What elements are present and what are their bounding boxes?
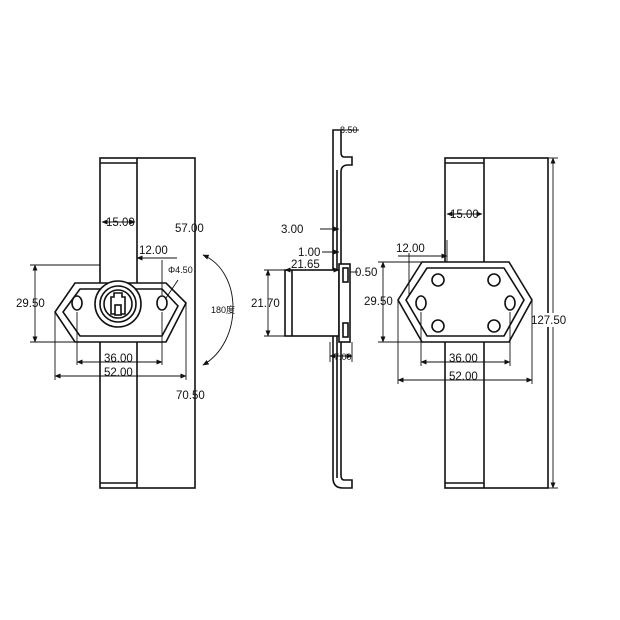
side-lock-body bbox=[284, 263, 351, 343]
back-mounting-plate bbox=[397, 261, 533, 343]
front-dim-12: 12.00 bbox=[139, 245, 168, 257]
front-dim-52: 52.00 bbox=[104, 367, 133, 379]
front-dim-hole: Φ4.50 bbox=[168, 265, 193, 275]
front-screw-holes bbox=[71, 295, 168, 311]
side-view: 8.50 3.00 1.00 21.65 0.50 21.70 7.00 bbox=[251, 125, 377, 489]
back-dim-52: 52.00 bbox=[449, 371, 478, 383]
back-dim-12: 12.00 bbox=[396, 243, 425, 255]
back-dim-36: 36.00 bbox=[449, 353, 478, 365]
back-dim-15: 15.00 bbox=[450, 209, 479, 221]
front-view: 15.00 12.00 Φ4.50 57.00 180度 29.50 36.00… bbox=[16, 157, 235, 489]
front-dim-rotation: 180度 bbox=[211, 304, 235, 315]
front-dim-36: 36.00 bbox=[104, 353, 133, 365]
side-dim-21-7: 21.70 bbox=[251, 298, 280, 310]
key-cylinder bbox=[94, 280, 142, 328]
front-dim-70-5: 70.50 bbox=[176, 390, 205, 402]
front-dim-29-5: 29.50 bbox=[16, 298, 45, 310]
front-dim-15: 15.00 bbox=[106, 217, 135, 229]
side-dim-1: 1.00 bbox=[298, 247, 320, 259]
back-dim-127-5: 127.50 bbox=[531, 315, 566, 327]
back-view: 15.00 12.00 29.50 127.50 36.00 52.00 bbox=[364, 157, 573, 489]
side-dim-8-5: 8.50 bbox=[340, 125, 358, 135]
side-dim-3: 3.00 bbox=[281, 224, 303, 236]
side-dim-0-5: 0.50 bbox=[355, 267, 377, 279]
side-dim-7: 7.00 bbox=[334, 352, 352, 362]
back-screw-holes bbox=[415, 273, 516, 333]
side-dim-21-65: 21.65 bbox=[291, 259, 320, 271]
back-dim-29-5: 29.50 bbox=[364, 296, 393, 308]
front-dim-57: 57.00 bbox=[175, 223, 204, 235]
